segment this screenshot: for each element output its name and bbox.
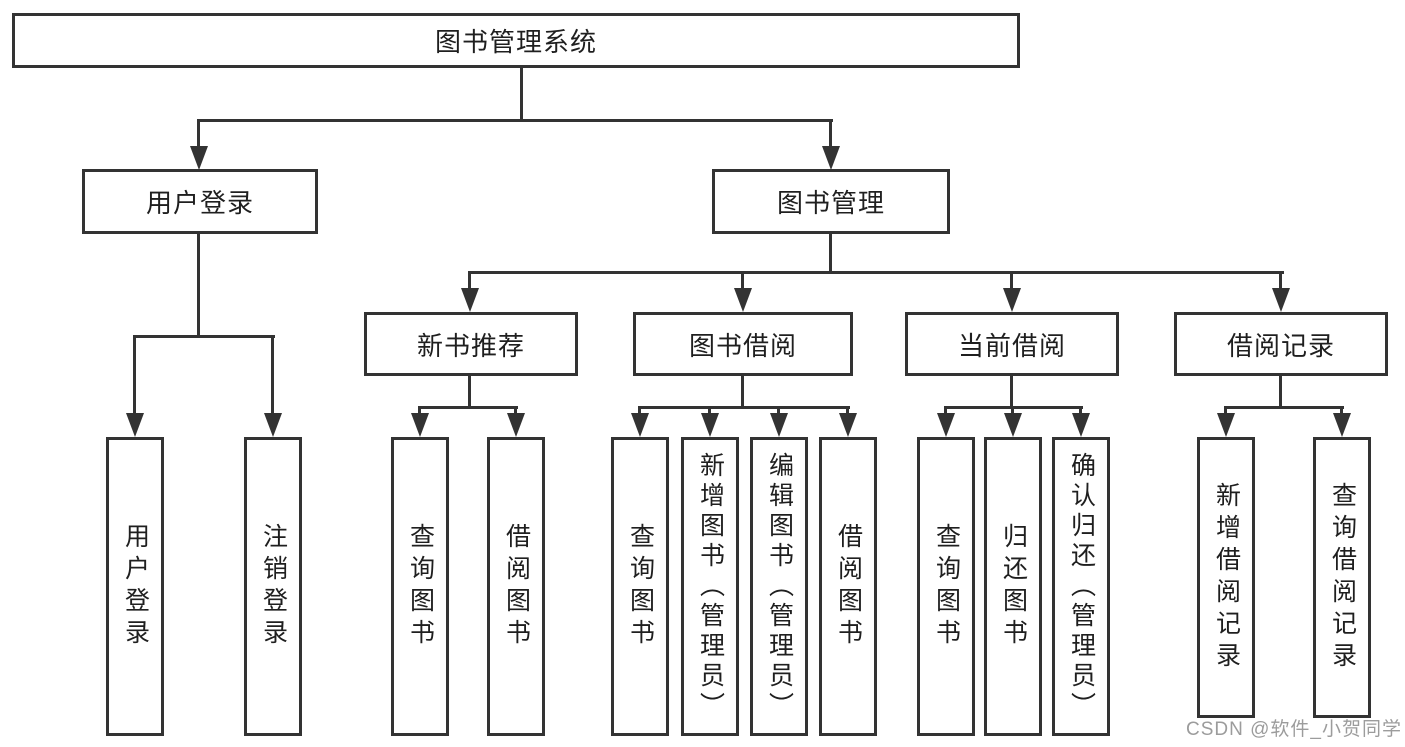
arrow-down-icon [631, 413, 649, 437]
arrow-down-icon [1333, 413, 1351, 437]
connector-line [708, 406, 711, 416]
connector-line [777, 406, 780, 416]
node-label: 查询图书 [932, 522, 961, 651]
leaf-edit-book-admin: 编辑图书（管理员） [750, 437, 808, 736]
connector-line [520, 68, 523, 121]
node-book-management: 图书管理 [712, 169, 950, 234]
connector-line [418, 406, 518, 409]
node-label: 编辑图书（管理员） [765, 451, 794, 722]
connector-line [197, 234, 200, 338]
node-user-login: 用户登录 [82, 169, 318, 234]
node-book-borrowing: 图书借阅 [633, 312, 853, 376]
node-label: 用户登录 [145, 188, 254, 218]
node-label: 确认归还（管理员） [1067, 451, 1096, 722]
node-label: 查询借阅记录 [1328, 481, 1357, 674]
arrow-down-icon [461, 288, 479, 312]
connector-line [197, 119, 833, 122]
node-label: 借阅图书 [834, 522, 863, 651]
arrow-down-icon [701, 413, 719, 437]
arrow-down-icon [937, 413, 955, 437]
connector-line [1010, 376, 1013, 408]
node-label: 新增图书（管理员） [696, 451, 725, 722]
node-borrowing-records: 借阅记录 [1174, 312, 1388, 376]
connector-line [944, 406, 947, 416]
leaf-query-borrow-record: 查询借阅记录 [1313, 437, 1371, 718]
arrow-down-icon [770, 413, 788, 437]
leaf-query-books-recommend: 查询图书 [391, 437, 449, 736]
node-label: 借阅记录 [1226, 330, 1335, 361]
connector-line [1340, 406, 1343, 416]
connector-line [1279, 376, 1282, 408]
arrow-down-icon [1217, 413, 1235, 437]
arrow-down-icon [411, 413, 429, 437]
node-label: 查询图书 [626, 522, 655, 651]
node-label: 用户登录 [121, 522, 150, 651]
connector-line [468, 376, 471, 408]
node-label: 新书推荐 [416, 330, 525, 361]
leaf-borrow-books-recommend: 借阅图书 [487, 437, 545, 736]
arrow-down-icon [1072, 413, 1090, 437]
leaf-return-book: 归还图书 [984, 437, 1042, 736]
connector-line [638, 406, 850, 409]
leaf-add-book-admin: 新增图书（管理员） [681, 437, 739, 736]
node-label: 图书管理 [776, 188, 885, 218]
connector-line [638, 406, 641, 416]
connector-line [271, 335, 274, 415]
connector-line [741, 376, 744, 408]
node-label: 借阅图书 [502, 522, 531, 651]
connector-line [468, 271, 1284, 274]
arrow-down-icon [734, 288, 752, 312]
connector-line [1010, 271, 1013, 290]
node-label: 注销登录 [259, 522, 288, 651]
node-label: 当前借阅 [957, 330, 1066, 361]
leaf-borrow-books-borrowing: 借阅图书 [819, 437, 877, 736]
leaf-confirm-return-admin: 确认归还（管理员） [1052, 437, 1110, 736]
leaf-logout: 注销登录 [244, 437, 302, 736]
connector-line [1224, 406, 1344, 409]
arrow-down-icon [1272, 288, 1290, 312]
connector-line [829, 119, 832, 148]
connector-line [1279, 271, 1282, 290]
connector-line [514, 406, 517, 416]
connector-line [1011, 406, 1014, 416]
node-label: 新增借阅记录 [1212, 481, 1241, 674]
node-label: 图书借阅 [688, 330, 797, 361]
connector-line [741, 271, 744, 290]
connector-line [1079, 406, 1082, 416]
connector-line [418, 406, 421, 416]
arrow-down-icon [126, 413, 144, 437]
node-label: 图书管理系统 [434, 27, 597, 57]
connector-line [1224, 406, 1227, 416]
leaf-query-books-current: 查询图书 [917, 437, 975, 736]
arrow-down-icon [264, 413, 282, 437]
connector-line [468, 271, 471, 290]
leaf-query-books-borrowing: 查询图书 [611, 437, 669, 736]
connector-line [197, 119, 200, 148]
arrow-down-icon [507, 413, 525, 437]
connector-line [133, 335, 275, 338]
connector-line [829, 234, 832, 274]
node-new-book-recommend: 新书推荐 [364, 312, 578, 376]
connector-line [846, 406, 849, 416]
csdn-watermark: CSDN @软件_小贺同学 [1186, 719, 1402, 740]
node-label: 查询图书 [406, 522, 435, 651]
node-root-system: 图书管理系统 [12, 13, 1020, 68]
leaf-user-login: 用户登录 [106, 437, 164, 736]
arrow-down-icon [839, 413, 857, 437]
connector-line [133, 335, 136, 415]
arrow-down-icon [1004, 413, 1022, 437]
node-label: 归还图书 [999, 522, 1028, 651]
leaf-add-borrow-record: 新增借阅记录 [1197, 437, 1255, 718]
arrow-down-icon [190, 146, 208, 170]
node-current-borrowing: 当前借阅 [905, 312, 1119, 376]
arrow-down-icon [1003, 288, 1021, 312]
arrow-down-icon [822, 146, 840, 170]
